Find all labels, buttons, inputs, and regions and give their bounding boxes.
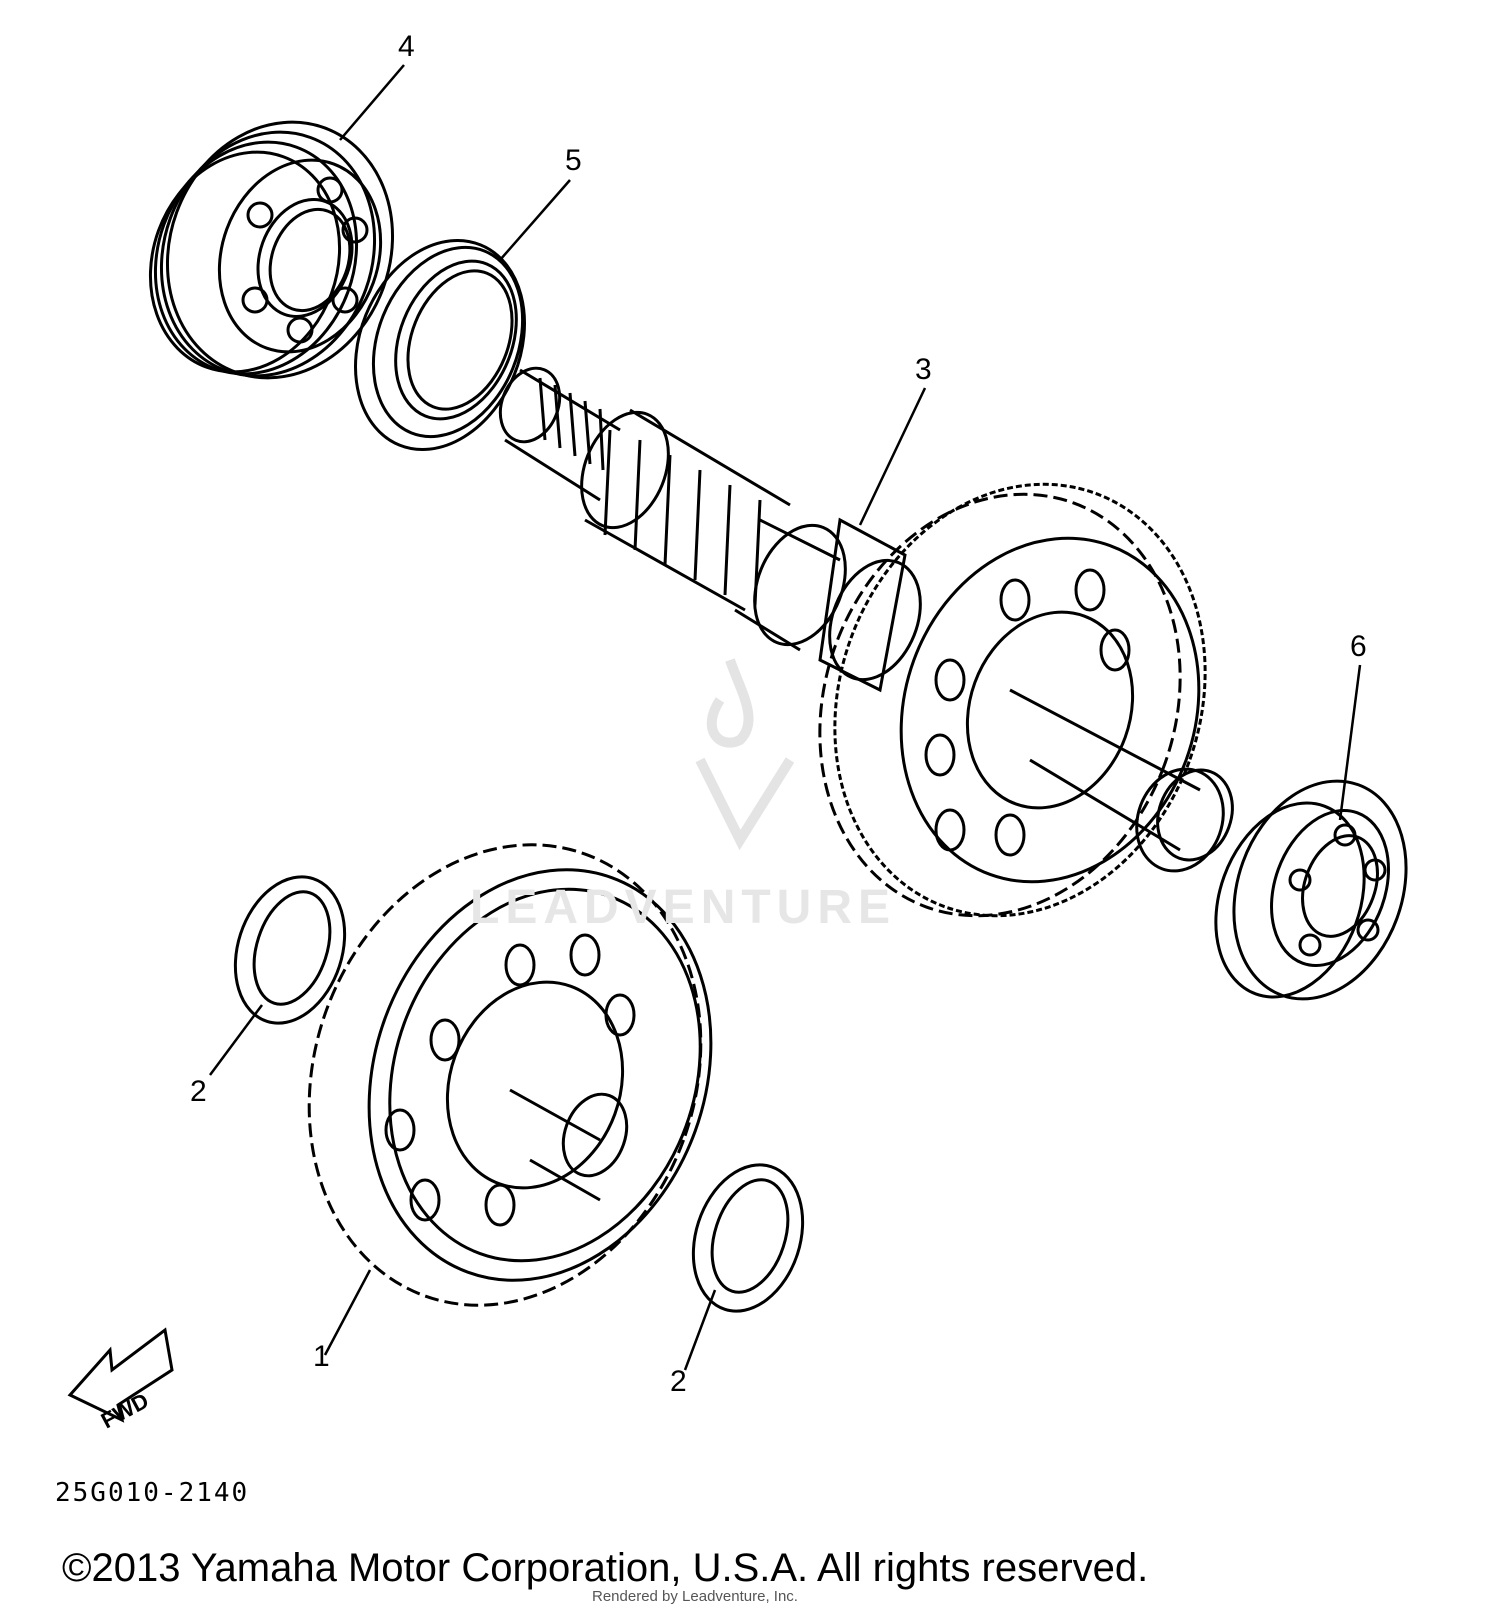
- callout-part-5: 5: [565, 144, 582, 177]
- watermark-text: LEADVENTURE: [470, 881, 897, 934]
- gear-part-1: [307, 843, 713, 1307]
- callout-part-4: 4: [398, 30, 415, 63]
- bearing-part-4: [148, 120, 395, 380]
- watermark-logo: [695, 658, 795, 851]
- copyright-notice: ©2013 Yamaha Motor Corporation, U.S.A. A…: [62, 1546, 1149, 1590]
- callout-part-2-upper: 2: [190, 1075, 207, 1108]
- callout-part-6: 6: [1350, 630, 1367, 663]
- callout-part-2-lower: 2: [670, 1365, 687, 1398]
- leader-lines: [208, 64, 1362, 1371]
- fwd-arrow-icon: [67, 1327, 174, 1423]
- drive-shaft-part-3: [498, 366, 922, 693]
- washer-part-2-upper: [233, 875, 347, 1025]
- rendered-by-text: Rendered by Leadventure, Inc.: [592, 1588, 798, 1605]
- oil-seal-part-5: [354, 238, 526, 452]
- washer-part-2-lower: [691, 1163, 805, 1313]
- drawing-code: 25G010-2140: [55, 1478, 250, 1508]
- callout-part-3: 3: [915, 353, 932, 386]
- callout-part-1: 1: [313, 1340, 330, 1373]
- driven-gear-part-3: [818, 482, 1234, 918]
- bearing-part-6: [1214, 779, 1408, 1001]
